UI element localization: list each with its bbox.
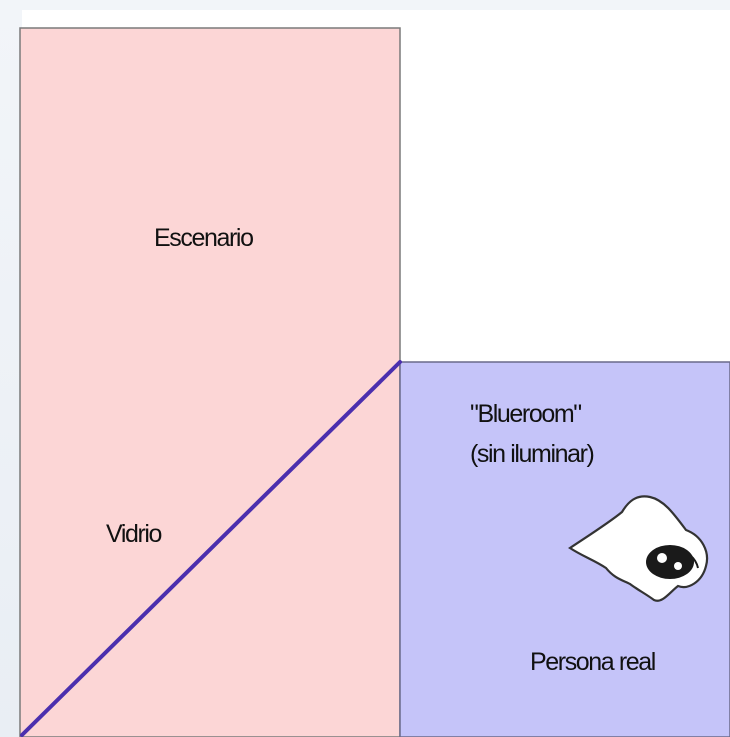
stage-label: Escenario	[154, 224, 254, 252]
person-label: Persona real	[530, 648, 656, 676]
glass-label: Vidrio	[106, 520, 162, 548]
blueroom-label-line2: (sin iluminar)	[470, 440, 595, 468]
stage-region	[19, 27, 401, 737]
ghost-icon	[568, 495, 709, 602]
blueroom-label-line1: "Blueroom"	[470, 400, 582, 428]
glass-line	[20, 360, 402, 737]
